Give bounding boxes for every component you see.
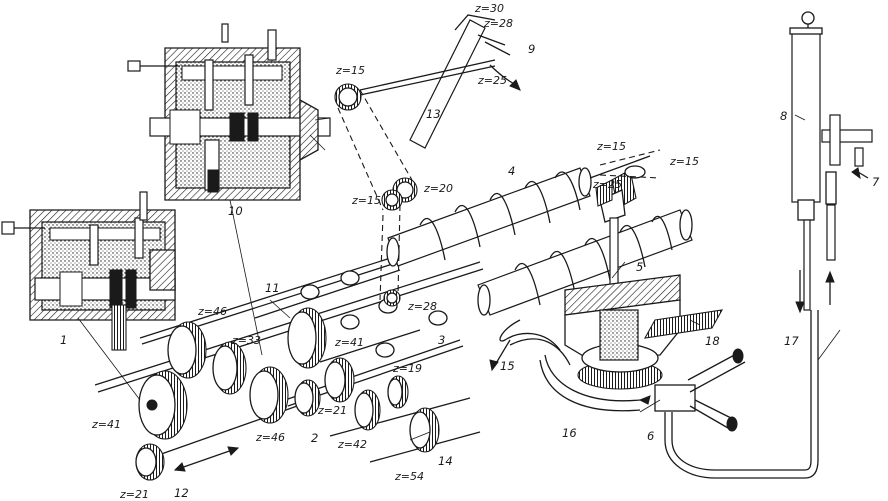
- part-11: 11: [265, 281, 280, 295]
- gearbox-housing-lower: [1, 191, 176, 351]
- label-z54: z=54: [394, 470, 424, 483]
- label-z15-mid: z=15: [351, 194, 381, 207]
- label-z28-top: z=28: [483, 17, 513, 30]
- vise-table: [499, 274, 819, 479]
- part-2: 2: [311, 431, 318, 445]
- label-z21-bottom: z=21: [119, 488, 149, 501]
- label-z21-mid: z=21: [317, 404, 347, 417]
- label-z25-right: z=25: [592, 178, 622, 191]
- part-6: 6: [647, 429, 654, 443]
- part-13: 13: [426, 107, 441, 121]
- part-17: 17: [784, 334, 799, 348]
- part-16: 16: [562, 426, 577, 440]
- label-z15-right-b: z=15: [669, 155, 699, 168]
- gear-tooth-labels: z=30 z=28 z=25 z=15 z=20 z=15 z=15 z=15 …: [91, 2, 699, 501]
- label-z42: z=42: [337, 438, 367, 451]
- label-z19: z=19: [392, 362, 422, 375]
- label-z41-left: z=41: [91, 418, 121, 431]
- part-7: 7: [872, 175, 880, 189]
- part-14: 14: [438, 454, 453, 468]
- label-z15-top: z=15: [335, 64, 365, 77]
- part-9: 9: [528, 42, 535, 56]
- label-z46-a: z=46: [197, 305, 227, 318]
- part-8: 8: [780, 109, 787, 123]
- label-z25-top: z=25: [477, 74, 507, 87]
- part-4: 4: [508, 164, 515, 178]
- part-18: 18: [705, 334, 720, 348]
- part-3: 3: [438, 333, 445, 347]
- part-number-labels: 1 2 3 4 5 6 7 8 9 10 11 12 13 14 15 16 1…: [60, 42, 880, 500]
- shaft-couplings: [300, 251, 448, 358]
- label-z20: z=20: [423, 182, 453, 195]
- leader-lines: [77, 114, 841, 441]
- label-z30: z=30: [474, 2, 504, 15]
- part-10: 10: [228, 204, 243, 218]
- label-z41-mid: z=41: [334, 336, 364, 349]
- worm-shaft-upper: [386, 155, 651, 267]
- lever-assembly: [359, 14, 521, 149]
- gear-cluster-left: [135, 269, 440, 481]
- part-15: 15: [500, 359, 515, 373]
- label-z15-right-a: z=15: [596, 140, 626, 153]
- label-z46-b: z=46: [255, 431, 285, 444]
- part-5: 5: [636, 260, 643, 274]
- part-1: 1: [60, 333, 67, 347]
- gearbox-housing-upper: [127, 23, 331, 201]
- label-z33: z=33: [231, 334, 261, 347]
- hydraulic-cylinder: [789, 11, 873, 314]
- chain-drive: [334, 83, 418, 307]
- part-12: 12: [174, 486, 189, 500]
- label-z28-mid: z=28: [407, 300, 437, 313]
